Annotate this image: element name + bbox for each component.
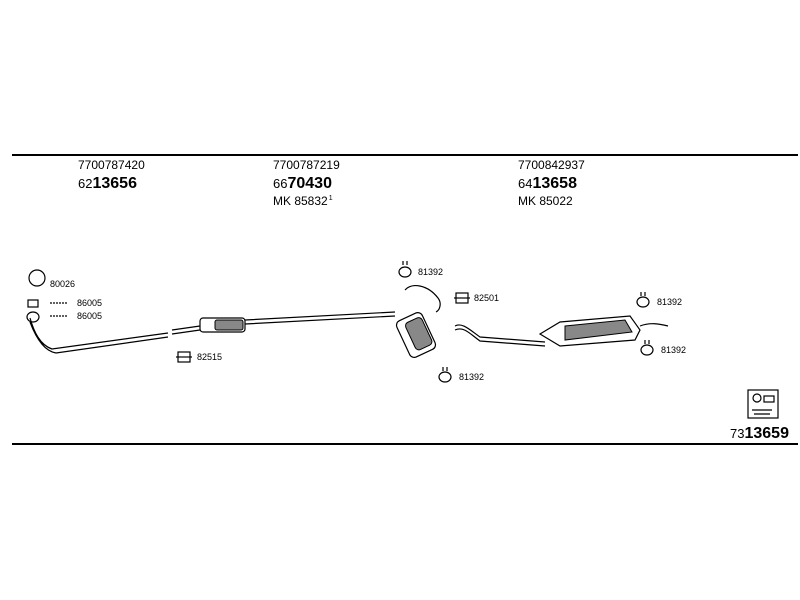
part-number-3-prefix: 64 xyxy=(518,176,533,191)
sealing-ring-icon xyxy=(28,269,46,287)
part-number-1-prefix: 62 xyxy=(78,176,93,191)
hanger-icon-top xyxy=(398,261,412,278)
part-number-2-main: 70430 xyxy=(287,175,332,192)
central-muffler xyxy=(395,284,441,358)
oe-number-3: 7700842937 xyxy=(518,158,585,172)
part-number-1: 6213656 xyxy=(78,176,137,192)
label-hanger-mid-low: 81392 xyxy=(459,372,485,382)
clamp-icon-mid xyxy=(454,292,470,304)
label-hanger-rear-top: 81392 xyxy=(657,297,683,307)
top-rule xyxy=(12,154,798,156)
fitting-kit-icon xyxy=(747,389,779,419)
kit-number-main: 13659 xyxy=(744,425,789,442)
hanger-icon-mid-low xyxy=(438,367,452,383)
rear-muffler xyxy=(538,315,669,347)
clamp-icon-front xyxy=(176,351,192,363)
part-number-1-main: 13656 xyxy=(92,175,137,192)
label-clamp-front: 82515 xyxy=(197,352,223,362)
hanger-icon-rear-top xyxy=(636,292,650,308)
hanger-icon-rear-low xyxy=(640,340,654,356)
middle-silencer xyxy=(199,317,246,333)
label-hanger-top: 81392 xyxy=(418,267,444,277)
kit-number: 7313659 xyxy=(730,426,789,442)
part-number-3: 6413658 xyxy=(518,176,577,192)
oe-number-2: 7700787219 xyxy=(273,158,340,172)
mk-number-2-note: 1 xyxy=(328,195,333,202)
label-bolt-a: 86005 xyxy=(77,298,103,308)
bolt-icon-a xyxy=(27,299,68,308)
part-number-2: 6670430 xyxy=(273,176,332,192)
bolt-icon-b xyxy=(26,311,68,323)
bottom-rule xyxy=(12,443,798,445)
middle-silencer-shade xyxy=(214,319,244,331)
front-pipe xyxy=(29,317,169,354)
label-ring: 80026 xyxy=(50,279,76,289)
kit-number-prefix: 73 xyxy=(730,426,745,441)
mk-number-2: MK 858321 xyxy=(273,195,333,207)
label-bolt-b: 86005 xyxy=(77,311,103,321)
mk-number-3: MK 85022 xyxy=(518,194,573,208)
part-number-2-prefix: 66 xyxy=(273,176,288,191)
label-clamp-mid: 82501 xyxy=(474,293,500,303)
mk-number-2-text: MK 85832 xyxy=(273,194,328,208)
rear-pipe xyxy=(454,324,546,347)
oe-number-1: 7700787420 xyxy=(78,158,145,172)
part-number-3-main: 13658 xyxy=(532,175,577,192)
middle-pipe xyxy=(171,311,396,335)
label-hanger-rear-low: 81392 xyxy=(661,345,687,355)
